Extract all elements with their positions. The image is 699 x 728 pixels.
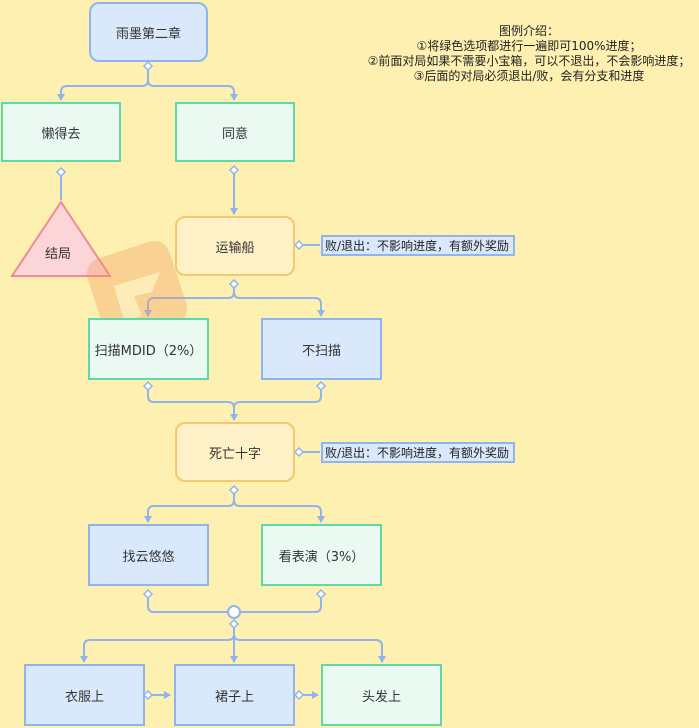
legend-line-3: ③后面的对局必须退出/败，会有分支和进度: [413, 69, 645, 83]
connector-diamond: [293, 689, 305, 701]
edge-scan-cross: [147, 386, 238, 421]
connector-diamond: [142, 60, 154, 72]
node-transport[interactable]: 运输船: [175, 216, 295, 276]
note-cross: 败/退出：不影响进度，有额外奖励: [321, 442, 515, 463]
connector-diamond: [228, 618, 240, 630]
connector-diamond: [142, 380, 154, 392]
connector-diamond: [315, 588, 327, 600]
edge-cross-watch: [233, 490, 325, 523]
edge-start-lazy: [57, 66, 149, 101]
edge-start-agree: [147, 66, 238, 101]
edge-merge-clothes: [80, 624, 235, 663]
node-watch[interactable]: 看表演（3%）: [261, 524, 382, 586]
edge-cross-findyun: [144, 490, 235, 523]
connector-diamond: [142, 588, 154, 600]
watermark-logo: [86, 240, 188, 342]
merge-junction: [227, 605, 241, 619]
node-lazy[interactable]: 懒得去: [1, 102, 121, 162]
connector-diamond: [293, 446, 305, 458]
note-transport: 败/退出：不影响进度，有额外奖励: [321, 235, 515, 256]
connector-diamond: [228, 164, 240, 176]
connector-diamond: [293, 239, 305, 251]
connector-diamond: [228, 278, 240, 290]
connector-diamond: [228, 484, 240, 496]
node-noscan[interactable]: 不扫描: [261, 318, 382, 380]
edge-findyun-merge: [147, 594, 228, 613]
edge-merge-hair: [233, 624, 386, 663]
node-skirt[interactable]: 裙子上: [174, 664, 295, 726]
node-agree[interactable]: 同意: [175, 102, 295, 162]
node-cross[interactable]: 死亡十字: [175, 422, 295, 482]
connector-diamond: [55, 166, 67, 178]
node-clothes[interactable]: 衣服上: [24, 664, 145, 726]
legend-line-1: ①将绿色选项都进行一遍即可100%进度；: [416, 39, 642, 53]
node-hair[interactable]: 头发上: [321, 664, 442, 726]
edge-noscan-cross: [233, 386, 322, 409]
node-findyun[interactable]: 找云悠悠: [88, 524, 209, 586]
edge-transport-noscan: [233, 284, 325, 317]
connector-diamond: [315, 380, 327, 392]
legend: 图例介绍： ①将绿色选项都进行一遍即可100%进度； ②前面对局如果不需要小宝箱…: [320, 24, 699, 84]
node-ending-label: 结局: [44, 247, 71, 262]
legend-line-2: ②前面对局如果不需要小宝箱，可以不退出，不会影响进度；: [367, 54, 691, 68]
legend-title: 图例介绍：: [498, 24, 559, 38]
edge-watch-merge: [240, 594, 322, 613]
node-start[interactable]: 雨墨第二章: [89, 2, 208, 62]
node-scan[interactable]: 扫描MDID（2%）: [88, 318, 209, 380]
connector-diamond: [142, 689, 154, 701]
ending-triangle: [10, 200, 112, 277]
